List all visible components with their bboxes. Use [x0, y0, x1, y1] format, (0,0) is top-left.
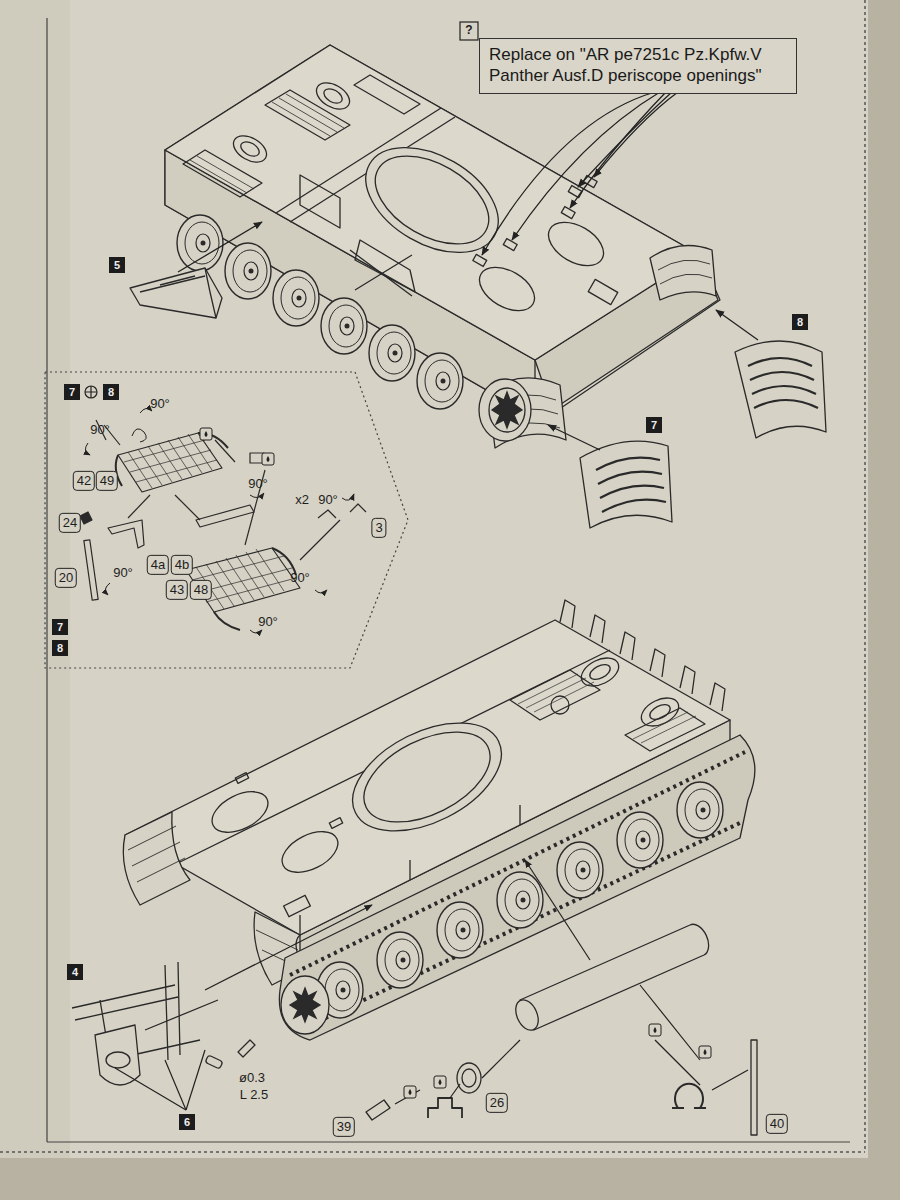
annotation: 90° [150, 397, 170, 411]
step-number: 8 [52, 640, 68, 656]
help-icon: ? [465, 24, 472, 37]
part-number: 40 [766, 1114, 788, 1134]
annotation: 90° [318, 493, 338, 507]
annotation: 90° [248, 477, 268, 491]
part-number: 20 [55, 568, 77, 588]
part-number: 42 [73, 471, 95, 491]
part-number: 49 [96, 471, 118, 491]
part-number: 26 [486, 1093, 508, 1113]
annotation: ø0.3 [239, 1071, 265, 1085]
part-number: 43 [166, 580, 188, 600]
annotation: 90° [113, 566, 133, 580]
annotation: 90° [90, 423, 110, 437]
part-number: 39 [333, 1117, 355, 1137]
annotation: 90° [290, 571, 310, 585]
step-number: 8 [103, 384, 119, 400]
callout-box: Replace on "AR pe7251c Pz.Kpfw.V Panther… [479, 38, 797, 94]
step-number: 7 [52, 619, 68, 635]
part-number: 24 [59, 513, 81, 533]
step-number: 6 [179, 1114, 195, 1130]
step-number: 5 [109, 257, 125, 273]
callout-text: Replace on "AR pe7251c Pz.Kpfw.V Panther… [480, 39, 796, 92]
part-number: 3 [371, 518, 386, 538]
step-number: 4 [67, 964, 83, 980]
annotation: L 2.5 [240, 1088, 268, 1102]
step-number: 7 [64, 384, 80, 400]
part-number: 4b [171, 555, 193, 575]
annotation: 90° [258, 615, 278, 629]
step-number: 7 [646, 417, 662, 433]
annotation: x2 [295, 493, 309, 507]
part-number: 4a [147, 555, 169, 575]
part-number: 48 [190, 580, 212, 600]
step-number: 8 [792, 314, 808, 330]
